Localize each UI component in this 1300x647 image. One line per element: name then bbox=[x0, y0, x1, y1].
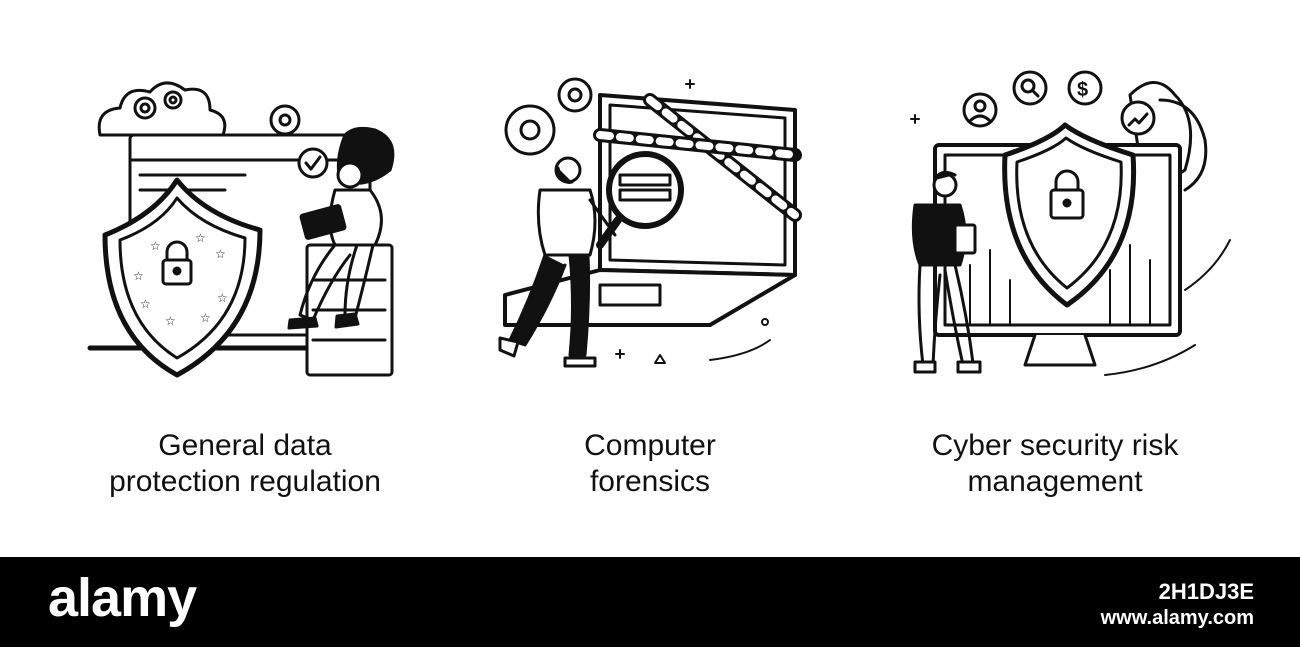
svg-text:☆: ☆ bbox=[215, 247, 226, 261]
caption-gdpr: General data protection regulation bbox=[45, 428, 445, 500]
caption-line: protection regulation bbox=[109, 465, 381, 498]
cloud-icon bbox=[97, 81, 227, 137]
shield-lock-icon bbox=[102, 177, 263, 378]
svg-text:☆: ☆ bbox=[133, 269, 144, 283]
gear-icon bbox=[504, 77, 593, 156]
svg-text:☆: ☆ bbox=[165, 314, 176, 328]
magnifier-icon bbox=[596, 151, 684, 249]
illustration-computer-forensics bbox=[450, 40, 850, 380]
search-icon bbox=[1012, 70, 1048, 106]
alamy-logo: alamy bbox=[48, 568, 197, 628]
caption-line: Cyber security risk bbox=[931, 429, 1179, 462]
caution-tape-icon bbox=[593, 93, 802, 222]
caption-line: General data bbox=[158, 429, 332, 462]
star-icon: ☆ ☆ ☆ ☆ ☆ ☆ ☆ ☆ bbox=[133, 231, 228, 328]
dollar-icon: $ bbox=[1067, 70, 1103, 106]
illustration-cyber-risk: $ bbox=[855, 40, 1255, 380]
caption-computer-forensics: Computer forensics bbox=[450, 428, 850, 500]
illustration-gdpr: ☆ ☆ ☆ ☆ ☆ ☆ ☆ ☆ bbox=[45, 40, 445, 380]
caption-line: Computer bbox=[584, 429, 716, 462]
svg-text:☆: ☆ bbox=[140, 297, 151, 311]
svg-text:☆: ☆ bbox=[150, 239, 161, 253]
watermark-footer: alamy 2H1DJ3E www.alamy.com bbox=[0, 557, 1300, 647]
svg-text:☆: ☆ bbox=[217, 291, 228, 305]
caption-line: management bbox=[967, 465, 1143, 498]
checkmark-icon bbox=[297, 147, 329, 179]
user-icon bbox=[962, 92, 998, 128]
image-id: 2H1DJ3E bbox=[1158, 579, 1254, 604]
shield-lock-icon bbox=[1002, 122, 1137, 308]
svg-text:☆: ☆ bbox=[200, 311, 211, 325]
svg-text:☆: ☆ bbox=[195, 231, 206, 245]
caption-line: forensics bbox=[589, 465, 711, 498]
caption-cyber-risk: Cyber security risk management bbox=[855, 428, 1255, 500]
site-url: www.alamy.com bbox=[1100, 607, 1254, 629]
svg-text:$: $ bbox=[1077, 79, 1088, 101]
trend-up-icon bbox=[1120, 100, 1156, 136]
